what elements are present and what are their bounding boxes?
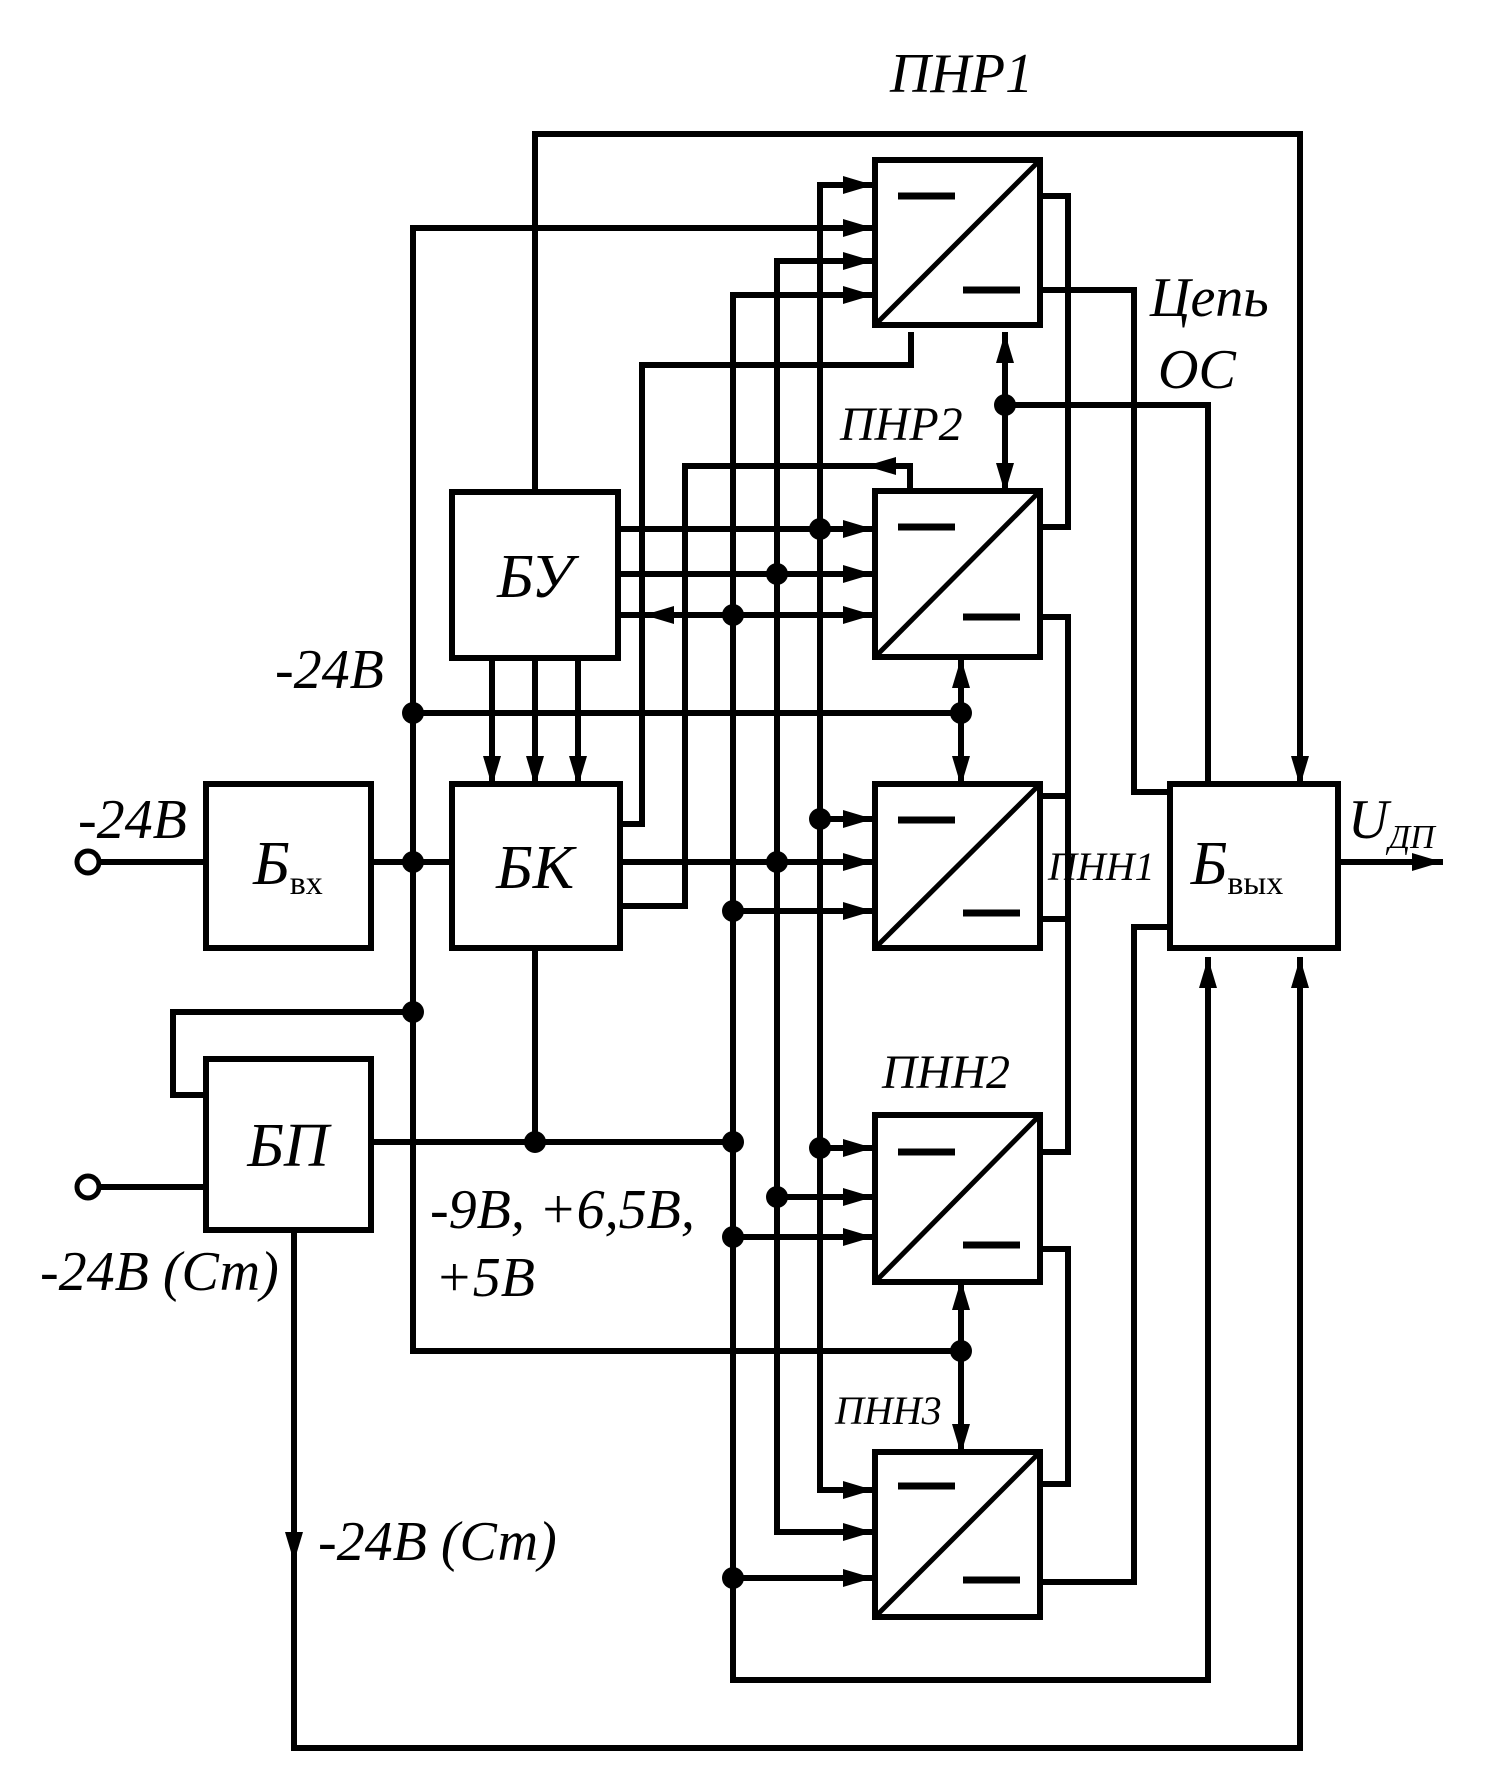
out-pnn2-b [1037,1246,1071,1487]
label-output-u: UДП [1348,789,1437,856]
junction [722,1131,744,1153]
label-bus-voltage: -24В [275,639,384,701]
input-terminal [74,848,102,876]
label-feedback-1: Цепь [1149,267,1269,329]
block-bk: БК [449,781,623,951]
label-supply-line1: -9В, +6,5В, [430,1179,695,1241]
bp-loop [170,1009,416,1098]
bu-outputs [615,526,823,618]
block-bu: БУ [449,489,621,661]
out-pnr1-a [1037,193,1071,530]
label-input-voltage: -24В [78,789,187,851]
a-to-bvyx [730,957,1217,1683]
junction [722,1567,744,1589]
label-pnr1: ПНР1 [889,43,1033,105]
junction [402,702,424,724]
junction [722,1226,744,1248]
junction [402,1001,424,1023]
svg-text:БК: БК [495,834,578,902]
wires [93,131,1443,1751]
svg-text:Бвх: Бвх [252,830,323,902]
junction [766,851,788,873]
junction [809,808,831,830]
bk-to-a [617,463,913,909]
svg-text:Бвых: Бвых [1190,830,1283,902]
junction [809,1137,831,1159]
converter-pnr2 [872,488,1043,660]
svg-text:БП: БП [246,1112,332,1180]
label-pnn1: ПНН1 [1047,844,1155,889]
junction [766,1186,788,1208]
out-pnn3-b [1037,924,1173,1585]
out-pnr2-b [1037,614,1071,1155]
label-feedback-2: ОС [1158,339,1236,401]
junction [950,702,972,724]
out-pnn1-a [1037,793,1071,826]
svg-text:БУ: БУ [496,543,580,611]
bk-to-b [617,332,914,827]
converter-pnn3 [872,1449,1043,1620]
label-output-voltage-st: -24В (Ст) [318,1511,557,1573]
label-pnn2: ПНН2 [881,1046,1010,1099]
junction [722,604,744,626]
label-supply-line2: +5В [435,1247,535,1309]
label-pnn3: ПНН3 [834,1388,942,1433]
block-bvyx: Бвых [1167,781,1341,951]
junction [722,900,744,922]
bu-to-bvyx [532,131,1309,787]
junction [950,1340,972,1362]
converter-pnn1 [872,781,1043,951]
junction [402,851,424,873]
junction [524,1131,546,1153]
block-bp: БП [203,1056,374,1233]
input-st-terminal [74,1173,102,1201]
converter-pnn2 [872,1112,1043,1285]
out-pnr1-b [1037,287,1173,795]
block-bvx: Бвх [203,781,374,951]
terminals [74,848,102,1201]
feedback-wire [1002,402,1211,787]
junction [994,394,1016,416]
label-input-voltage-st: -24В (Ст) [40,1241,279,1303]
label-pnr2: ПНР2 [839,398,963,451]
converter-pnr1 [872,157,1043,328]
junctions [402,394,1016,1589]
